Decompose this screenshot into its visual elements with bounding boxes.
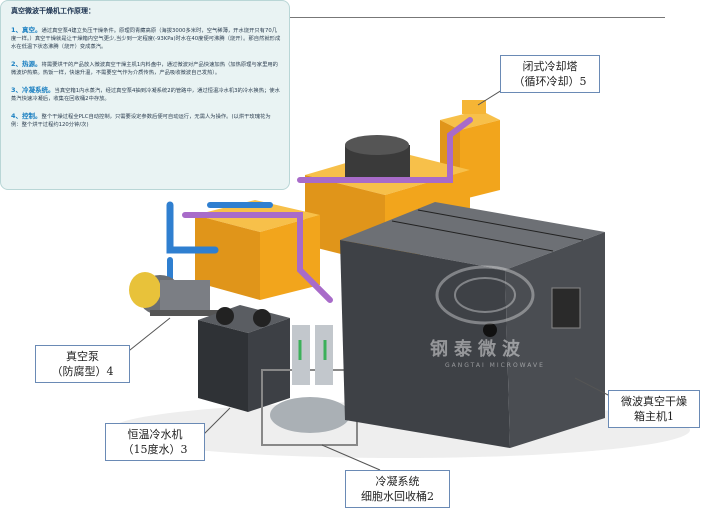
condenser-recovery-tank [261, 325, 358, 446]
principle-key-2: 2、热源。 [11, 60, 42, 68]
brand-watermark-logo [435, 265, 535, 325]
principle-item-4: 4、控制。整个干燥过程全PLC自动控制，只需要设定参数后便可自动运行，无需人为操… [11, 112, 281, 129]
principle-text-1: 通过真空泵4建立负压干燥条件。原理同青藏高原（海拔3000多米时，空气稀薄，开水… [11, 28, 281, 50]
callout-main-unit: 微波真空干燥 箱主机1 [608, 390, 700, 428]
principle-text-4: 整个干燥过程全PLC自动控制，只需要设定参数后便可自动运行，无需人为操作。(以烘… [11, 114, 271, 128]
callout-chiller: 恒温冷水机 （15度水）3 [105, 423, 205, 461]
callout-cooling-tower: 闭式冷却塔 （循环冷却）5 [500, 55, 600, 93]
principle-text-3: 当真空箱1内水蒸汽，经过真空泵4抽到冷凝系统2的管路中，通过恒温冷水机3的冷水换… [11, 88, 280, 102]
principle-item-1: 1、真空。通过真空泵4建立负压干燥条件。原理同青藏高原（海拔3000多米时，空气… [11, 26, 281, 51]
watermark-cn: 钢泰微波 [430, 339, 526, 360]
principle-key-4: 4、控制。 [11, 112, 42, 120]
principle-item-3: 3、冷凝系统。当真空箱1内水蒸汽，经过真空泵4抽到冷凝系统2的管路中，通过恒温冷… [11, 86, 281, 103]
panel-title: 真空微波干燥机工作原理： [11, 7, 95, 15]
header-rule [290, 17, 665, 18]
principle-key-3: 3、冷凝系统。 [11, 86, 55, 94]
principle-key-1: 1、真空。 [11, 26, 42, 34]
callout-vacuum-pump: 真空泵 （防腐型）4 [35, 345, 130, 383]
watermark-en: GANGTAI MICROWAVE [445, 362, 545, 369]
principle-text-2: 将需要烘干的产品放入微波真空干燥主机1内料盘中，通过微波对产品快速加热（加热原理… [11, 62, 278, 76]
callout-condenser: 冷凝系统 细胞水回收桶2 [345, 470, 450, 508]
working-principle-panel: 真空微波干燥机工作原理： 1、真空。通过真空泵4建立负压干燥条件。原理同青藏高原… [0, 0, 290, 190]
chiller [198, 305, 290, 412]
principle-item-2: 2、热源。将需要烘干的产品放入微波真空干燥主机1内料盘中，通过微波对产品快速加热… [11, 60, 281, 77]
vacuum-pump [129, 272, 220, 316]
main-unit [340, 202, 605, 448]
